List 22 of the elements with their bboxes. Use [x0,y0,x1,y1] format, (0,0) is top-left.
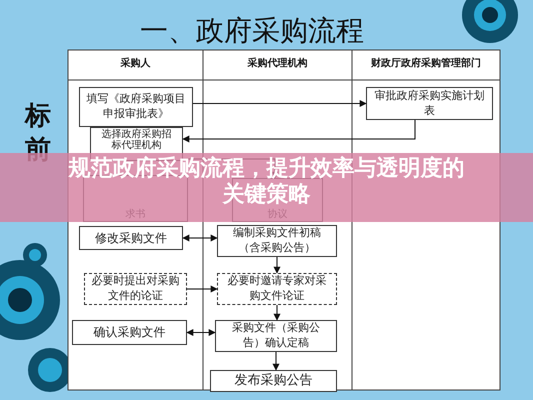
arrow [182,120,416,142]
process-box: 修改采购文件 [79,226,183,250]
process-box: 发布采购公告 [210,370,337,392]
arrow [182,234,218,242]
process-box: 填写《政府采购项目申报审批表》 [79,87,193,127]
stage-label: 标前 [24,100,52,167]
process-box: 审批政府采购实施计划表 [366,87,493,120]
arrow [186,286,218,292]
optional-step-box: 必要时邀请专家对采购文件论证 [217,273,337,305]
arrow [274,304,280,321]
process-box: 采购文件（采购公告）确认定稿 [215,320,337,352]
arrow [186,329,216,336]
arrow [274,256,280,274]
process-box: 编制采购文件初稿（含采购公告） [217,225,337,257]
optional-step-box: 必要时提出对采购文件的论证 [84,273,187,305]
column-header: 采购人 [120,56,152,70]
process-box: 确认采购文件 [72,320,187,345]
arrow [272,352,280,371]
title: 一、政府采购流程 [140,13,364,49]
column-header: 采购代理机构 [246,56,308,70]
arrow [192,100,367,107]
column-header: 财政厅政府采购管理部门 [370,56,482,70]
